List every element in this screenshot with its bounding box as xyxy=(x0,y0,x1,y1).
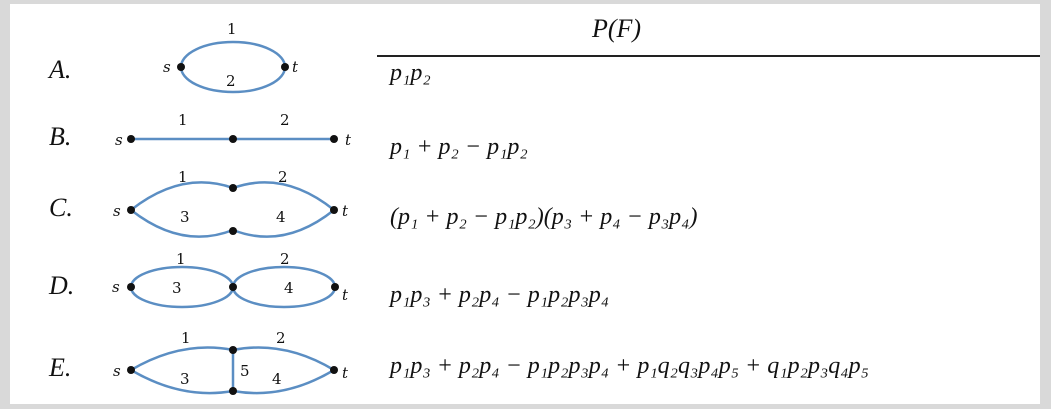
graph-c-edge-label-1: 1 xyxy=(178,168,188,186)
graph-a-node-s xyxy=(177,63,185,71)
row-label-e: E. xyxy=(49,353,72,382)
graph-c-node-top xyxy=(229,184,237,192)
graph-d: s t 1 2 3 4 xyxy=(112,250,349,309)
graph-e-s-label: s xyxy=(113,362,121,380)
graph-e-node-bottom xyxy=(229,387,237,395)
graph-a-t-label: t xyxy=(292,58,299,76)
graph-e-edge-label-1: 1 xyxy=(181,329,191,347)
graph-a-edge-label-1: 1 xyxy=(227,20,237,38)
graph-b-node-t xyxy=(330,135,338,143)
graph-e-node-s xyxy=(127,366,135,374)
formula-b: p₁ + p₂ − p₁p₂ xyxy=(390,134,528,160)
graph-b-edge-label-2: 2 xyxy=(280,111,290,129)
graph-b-node-mid xyxy=(229,135,237,143)
graph-e-edge-label-3: 3 xyxy=(180,370,190,388)
row-label-c: C. xyxy=(49,193,73,222)
graph-c-node-bottom xyxy=(229,227,237,235)
graph-c-node-t xyxy=(330,206,338,214)
graph-c: s t 1 2 3 4 xyxy=(113,168,349,238)
graph-a-s-label: s xyxy=(163,58,171,76)
graph-b-node-s xyxy=(127,135,135,143)
row-label-d: D. xyxy=(49,271,75,300)
column-header-pf: P(F) xyxy=(592,14,642,43)
graph-b-edge-label-1: 1 xyxy=(178,111,188,129)
graph-e-t-label: t xyxy=(342,364,349,382)
graph-d-left-loop xyxy=(129,265,235,309)
row-label-b: B. xyxy=(49,122,72,151)
graph-e-edge-label-4: 4 xyxy=(272,370,282,388)
graph-b-t-label: t xyxy=(345,131,352,149)
graph-d-edge-label-3: 3 xyxy=(172,279,182,297)
graph-c-node-s xyxy=(127,206,135,214)
formula-d: p₁p₃ + p₂p₄ − p₁p₂p₃p₄ xyxy=(390,282,610,308)
formula-e: p₁p₃ + p₂p₄ − p₁p₂p₃p₄ + p₁q₂q₃p₄p₅ + q₁… xyxy=(390,353,869,379)
graph-c-s-label: s xyxy=(113,202,121,220)
graph-b-s-label: s xyxy=(115,131,123,149)
graph-e-node-top xyxy=(229,346,237,354)
graph-b: s t 1 2 xyxy=(115,111,352,149)
graph-e-edge-label-2: 2 xyxy=(276,329,286,347)
graph-d-edge-label-2: 2 xyxy=(280,250,290,268)
graph-d-node-s xyxy=(127,283,135,291)
formula-c: (p₁ + p₂ − p₁p₂)(p₃ + p₄ − p₃p₄) xyxy=(390,204,698,230)
row-label-a: A. xyxy=(49,55,72,84)
header-rule xyxy=(377,55,1040,57)
graph-d-edge-label-4: 4 xyxy=(284,279,294,297)
graph-e-node-t xyxy=(330,366,338,374)
graph-d-edge-label-1: 1 xyxy=(176,250,186,268)
graph-a-node-t xyxy=(281,63,289,71)
graph-c-edge-label-3: 3 xyxy=(180,208,190,226)
graph-e: s t 1 2 3 5 4 xyxy=(113,329,349,395)
graph-d-s-label: s xyxy=(112,278,120,296)
graph-d-node-mid xyxy=(229,283,237,291)
graph-c-t-label: t xyxy=(342,202,349,220)
graph-d-node-t xyxy=(331,283,339,291)
graph-c-edge-label-2: 2 xyxy=(278,168,288,186)
formula-a: p₁p₂ xyxy=(390,60,431,86)
graph-a-edge-label-2: 2 xyxy=(226,72,236,90)
graph-c-edge-label-4: 4 xyxy=(276,208,286,226)
graph-d-t-label: t xyxy=(342,286,349,304)
graph-e-edge-label-5: 5 xyxy=(240,362,250,380)
graph-a: s t 1 2 xyxy=(163,20,299,94)
